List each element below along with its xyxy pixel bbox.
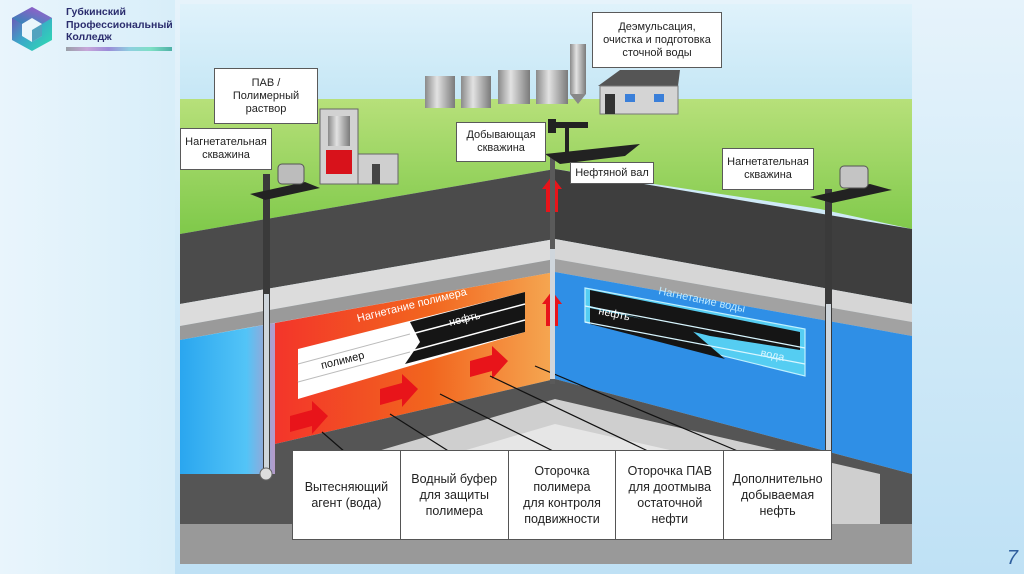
legend-line: для контроля: [523, 496, 601, 510]
legend-cell-water-buffer: Водный буфер для защиты полимера: [401, 451, 509, 539]
caprock-left: [180, 239, 555, 326]
label-line: Добывающая: [466, 129, 536, 141]
overburden-right: [555, 169, 912, 304]
ground-surface: [180, 99, 912, 234]
label-line: сточной воды: [622, 46, 692, 59]
legend-line: Водный буфер: [411, 472, 498, 486]
injection-well-left: [250, 163, 320, 481]
caprock-shade-left: [180, 259, 555, 340]
label-line: Полимерный: [232, 89, 300, 102]
overburden-left: [180, 169, 555, 304]
legend-line: подвижности: [524, 512, 600, 526]
logo-color-bar: [66, 47, 172, 51]
legend-line: нефти: [651, 512, 689, 526]
water-injection-panel: Нагнетание воды нефть вода: [584, 285, 806, 377]
label-surfactant-polymer: ПАВ / Полимерный раствор: [214, 68, 318, 124]
legend-line: полимера: [533, 480, 591, 494]
slide-page-number: 7: [1006, 547, 1018, 569]
label-line: Деэмульсация,: [618, 20, 696, 33]
displacement-arrows: [290, 346, 508, 434]
legend-line: Дополнительно: [732, 472, 823, 486]
legend-line: Оторочка ПАВ: [627, 464, 712, 478]
legend-line: Оторочка: [534, 464, 590, 478]
label-line: Нефтяной вал: [575, 166, 649, 179]
college-name: Губкинский Профессиональный Колледж: [66, 6, 173, 44]
legend-cell-polymer-slug: Оторочка полимера для контроля подвижнос…: [509, 451, 617, 539]
polymer-injection-panel: Нагнетание полимера нефть полимер: [297, 286, 526, 399]
label-injection-well-right: Нагнетательная скважина: [722, 148, 814, 190]
treatment-building: [598, 70, 680, 115]
label-line: очистка и подготовка: [603, 33, 711, 46]
college-name-line3: Колледж: [66, 31, 112, 43]
arrow-right-icon: [290, 401, 328, 434]
legend-line: полимера: [425, 504, 483, 518]
label-production-well: Добывающая скважина: [456, 122, 546, 162]
storage-tanks: [425, 44, 586, 108]
legend-cell-surfactant-slug: Оторочка ПАВ для доотмыва остаточной неф…: [616, 451, 725, 539]
water-panel-water-label: вода: [759, 347, 786, 364]
legend-pointer-lines: [321, 365, 741, 453]
pump-jack: [545, 119, 640, 164]
legend-cell-displacing-agent: Вытесняющий агент (вода): [293, 451, 401, 539]
label-line: скважина: [477, 142, 525, 154]
eor-process-diagram: Нагнетание полимера нефть полимер Нагнет…: [180, 4, 912, 564]
injection-well-right: [810, 165, 892, 474]
arrow-right-icon: [380, 374, 418, 407]
legend-line: добываемая: [741, 488, 815, 502]
label-line: Нагнетательная: [185, 136, 267, 148]
label-oil-bank: Нефтяной вал: [570, 162, 654, 184]
caprock-shade-right: [555, 259, 912, 336]
slide-left-band: [0, 0, 175, 574]
legend-line: для доотмыва: [628, 480, 712, 494]
polymer-plant: [319, 108, 399, 185]
college-name-line1: Губкинский: [66, 6, 126, 18]
legend-line: агент (вода): [311, 496, 382, 510]
legend-cell-additional-oil: Дополнительно добываемая нефть: [724, 451, 831, 539]
label-line: раствор: [245, 102, 287, 115]
water-zone-left: [180, 323, 275, 474]
production-well: [550, 154, 555, 384]
label-line: скважина: [202, 149, 250, 161]
legend-line: остаточной: [637, 496, 703, 510]
label-line: Нагнетательная: [727, 156, 809, 168]
label-line: скважина: [744, 169, 792, 181]
college-name-line2: Профессиональный: [66, 18, 173, 31]
legend-line: для защиты: [419, 488, 489, 502]
legend-line: нефть: [759, 504, 796, 518]
college-logo-icon: [12, 7, 52, 51]
legend-line: Вытесняющий: [304, 480, 389, 494]
legend-table: Вытесняющий агент (вода) Водный буфер дл…: [292, 450, 832, 540]
label-injection-well-left: Нагнетательная скважина: [180, 128, 272, 170]
arrow-right-icon: [470, 346, 508, 379]
label-line: ПАВ /: [251, 76, 281, 89]
label-demulsification: Деэмульсация, очистка и подготовка сточн…: [592, 12, 722, 68]
caprock-right: [555, 239, 912, 322]
